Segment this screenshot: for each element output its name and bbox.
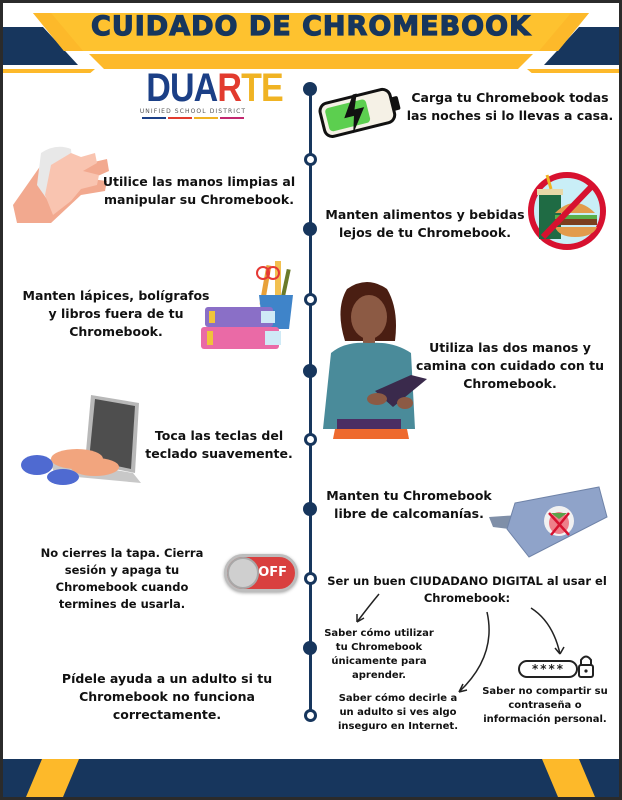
tip-pencils-text: Manten lápices, bolígrafos y libros fuer…: [22, 288, 210, 339]
logo-subtitle: UNIFIED SCHOOL DISTRICT: [139, 108, 247, 115]
books-pencils-icon: [201, 261, 293, 349]
wiping-hands-icon: [13, 146, 109, 223]
duarte-logo: DUARTE UNIFIED SCHOOL DISTRICT: [138, 66, 284, 127]
tip-clean-hands-text: Utilice las manos limpias al manipular s…: [102, 174, 296, 207]
timeline-node: [303, 502, 317, 516]
citizen-item-password: Saber no compartir su contraseña o infor…: [482, 686, 608, 725]
arrows-decoration: [356, 593, 565, 693]
digital-citizen-heading: Ser un buen CIUDADANO DIGITAL al usar el…: [327, 574, 607, 605]
typing-laptop-icon: [21, 395, 141, 485]
tip-stickers-text: Manten tu Chromebook libre de calcomanía…: [326, 488, 492, 521]
logo-wordmark: DUARTE: [146, 66, 283, 110]
timeline-node: [304, 153, 317, 166]
password-field-icon: ****: [518, 660, 578, 678]
timeline-node: [303, 641, 317, 655]
woman-with-tablet-illustration: [323, 282, 427, 439]
infographic-page: CUIDADO DE CHROMEBOOK DUARTE UNIFIED SCH…: [3, 3, 619, 797]
tip-keys-text: Toca las teclas del teclado suavemente.: [145, 428, 293, 461]
timeline-node: [303, 222, 317, 236]
toggle-knob: [227, 557, 259, 589]
citizen-item-learn: Saber cómo utilizar tu Chromebook únicam…: [324, 628, 434, 681]
laptop-sticker-icon: [489, 486, 608, 558]
tip-charge-text: Carga tu Chromebook todas las noches si …: [406, 90, 614, 123]
tip-food-text: Manten alimentos y bebidas lejos de tu C…: [325, 207, 525, 240]
timeline-node: [304, 709, 317, 722]
timeline-node: [303, 82, 317, 96]
header-banner: [3, 13, 619, 73]
off-toggle-switch: OFF: [224, 554, 298, 592]
timeline-node: [304, 433, 317, 446]
tip-lid-text: No cierres la tapa. Cierra sesión y apag…: [40, 546, 204, 611]
toggle-label: OFF: [258, 565, 287, 580]
timeline-line: [309, 87, 312, 717]
padlock-icon: [578, 655, 594, 678]
citizen-item-tell: Saber cómo decirle a un adulto si ves al…: [337, 693, 459, 732]
tip-two-hands-text: Utiliza las dos manos y camina con cuida…: [415, 340, 605, 391]
no-food-icon: [528, 172, 606, 250]
logo-color-bars: [138, 117, 248, 119]
battery-icon: [318, 87, 401, 138]
page-title: CUIDADO DE CHROMEBOOK: [90, 10, 531, 42]
timeline-node: [303, 364, 317, 378]
tip-help-text: Pídele ayuda a un adulto si tu Chromeboo…: [61, 671, 273, 722]
footer-banner: [3, 759, 619, 797]
timeline-node: [304, 572, 317, 585]
timeline-node: [304, 293, 317, 306]
